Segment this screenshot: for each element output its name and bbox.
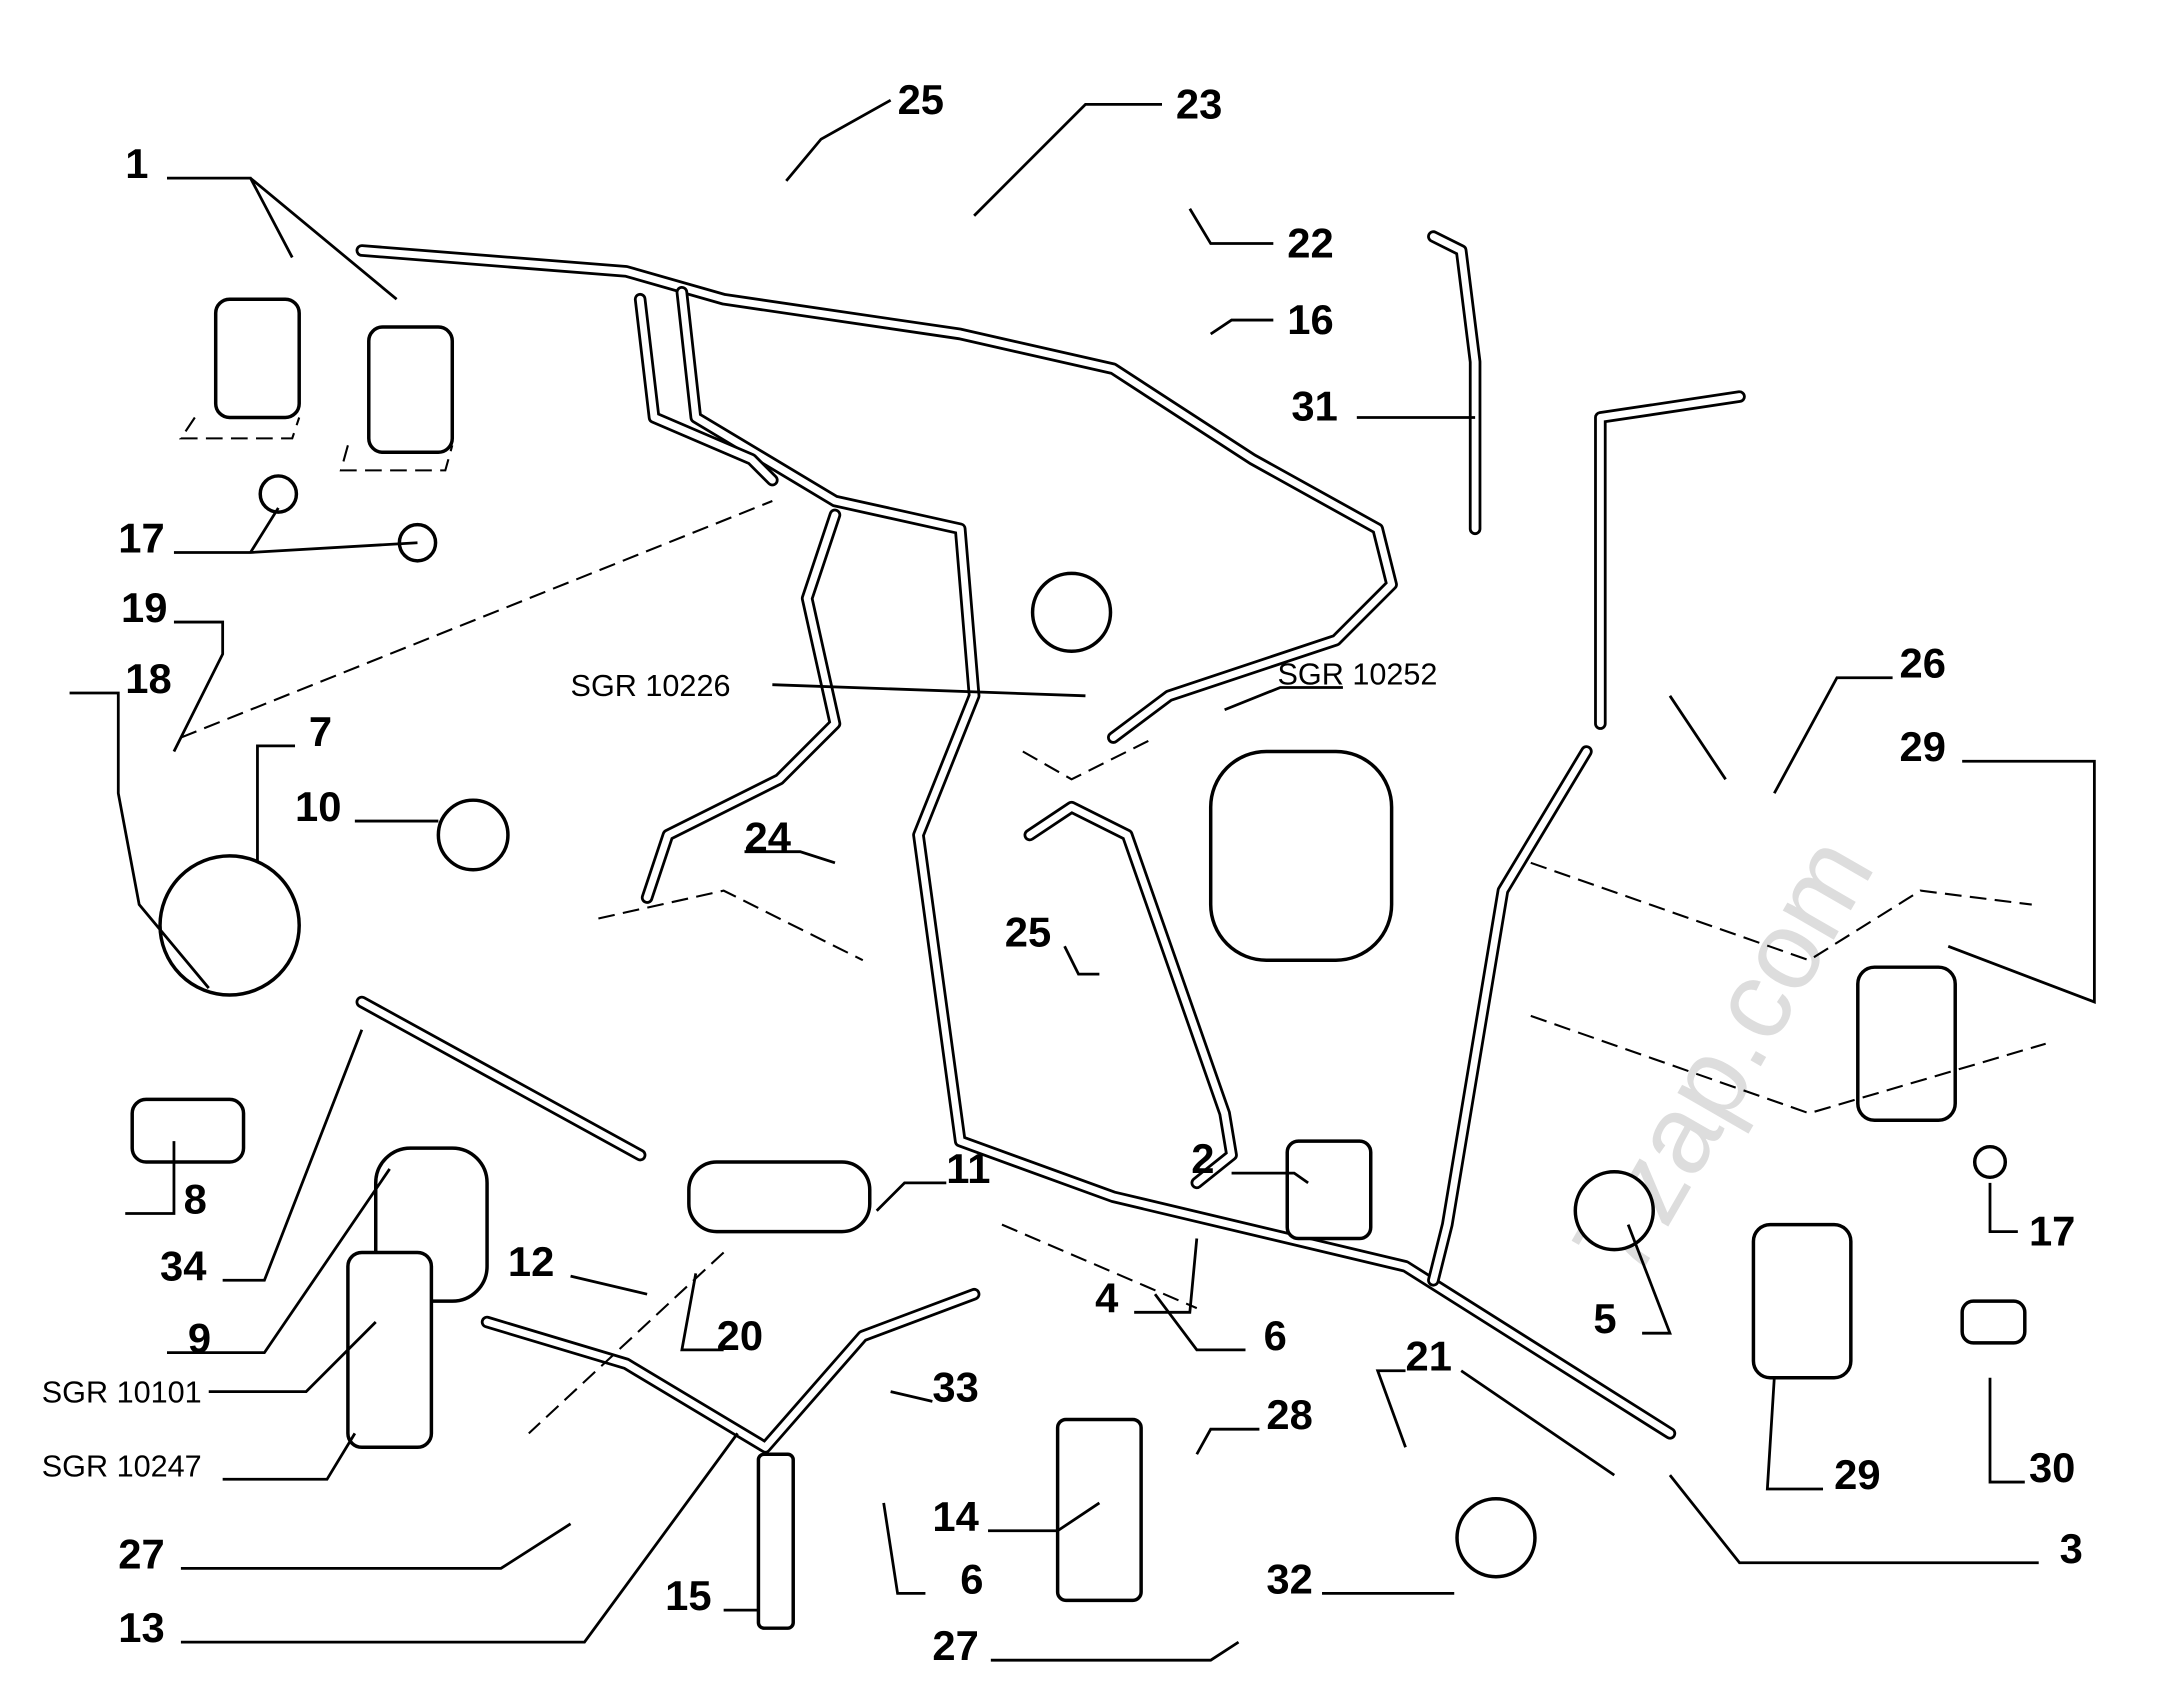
cylinder	[687, 1160, 872, 1234]
callout-25: 25	[898, 76, 944, 123]
leader-lines	[69, 98, 2096, 1662]
callout-20: 20	[717, 1312, 763, 1359]
callout-2: 2	[1191, 1135, 1214, 1182]
callout-3: 3	[2060, 1525, 2083, 1572]
knob	[1960, 1299, 2027, 1345]
callout-31: 31	[1291, 382, 1337, 429]
callout-9: 9	[188, 1315, 211, 1362]
reference-labels: SGR 10226 SGR 10252 SGR 10101 SGR 10247	[42, 658, 1438, 1484]
parts	[130, 297, 2027, 1630]
callout-18: 18	[125, 655, 171, 702]
modulator-valve	[1751, 1222, 1853, 1380]
solenoid	[1285, 1139, 1373, 1241]
callout-34: 34	[160, 1242, 206, 1289]
callout-29: 29	[1834, 1451, 1880, 1498]
callout-17: 17	[118, 514, 164, 561]
cable-tie	[1455, 1497, 1537, 1579]
callout-15: 15	[665, 1572, 711, 1619]
callout-19: 19	[121, 584, 167, 631]
callout-27: 27	[118, 1530, 164, 1577]
solenoid-valve	[213, 297, 301, 420]
solenoid-valve	[367, 325, 455, 455]
callout-labels: 1 25 23 22 16 31 17 19 18 7 10 26 29 24 …	[118, 76, 2083, 1669]
callout-21: 21	[1406, 1333, 1452, 1380]
nut	[1972, 1144, 2008, 1180]
vacuum-pipes	[355, 230, 1746, 1454]
ref-sgr-10247: SGR 10247	[42, 1450, 202, 1484]
turbocharger	[1208, 749, 1394, 962]
bracket	[1055, 1417, 1143, 1603]
callout-25: 25	[1005, 908, 1051, 955]
callout-17: 17	[2029, 1208, 2075, 1255]
callout-6: 6	[960, 1555, 983, 1602]
callout-4: 4	[1095, 1274, 1118, 1321]
callout-6: 6	[1264, 1312, 1287, 1359]
callout-29: 29	[1900, 723, 1946, 770]
callout-24: 24	[745, 814, 791, 861]
callout-5: 5	[1593, 1295, 1616, 1342]
egr-tube-flange	[346, 1250, 434, 1450]
gasket	[130, 1097, 246, 1164]
cable-tie	[1573, 1170, 1655, 1252]
clamp	[436, 798, 510, 872]
ref-sgr-10101: SGR 10101	[42, 1376, 202, 1410]
egr-valve	[158, 854, 301, 997]
callout-13: 13	[118, 1604, 164, 1651]
callout-10: 10	[295, 783, 341, 830]
callout-28: 28	[1266, 1391, 1312, 1438]
callout-30: 30	[2029, 1444, 2075, 1491]
callout-23: 23	[1176, 80, 1222, 127]
callout-27: 27	[932, 1622, 978, 1669]
callout-32: 32	[1266, 1555, 1312, 1602]
callout-12: 12	[508, 1238, 554, 1285]
callout-11: 11	[946, 1145, 990, 1192]
callout-26: 26	[1900, 640, 1946, 687]
callout-7: 7	[309, 708, 332, 755]
callout-1: 1	[125, 140, 148, 187]
callout-16: 16	[1287, 296, 1333, 343]
ref-sgr-10252: SGR 10252	[1278, 658, 1438, 692]
bracket	[756, 1452, 795, 1630]
modulator-valve	[1856, 965, 1957, 1122]
callout-33: 33	[932, 1363, 978, 1410]
ref-sgr-10226: SGR 10226	[571, 669, 731, 703]
vacuum-actuator	[1030, 571, 1113, 654]
nut	[258, 474, 299, 514]
callout-22: 22	[1287, 219, 1333, 266]
callout-8: 8	[184, 1175, 207, 1222]
callout-14: 14	[932, 1493, 978, 1540]
